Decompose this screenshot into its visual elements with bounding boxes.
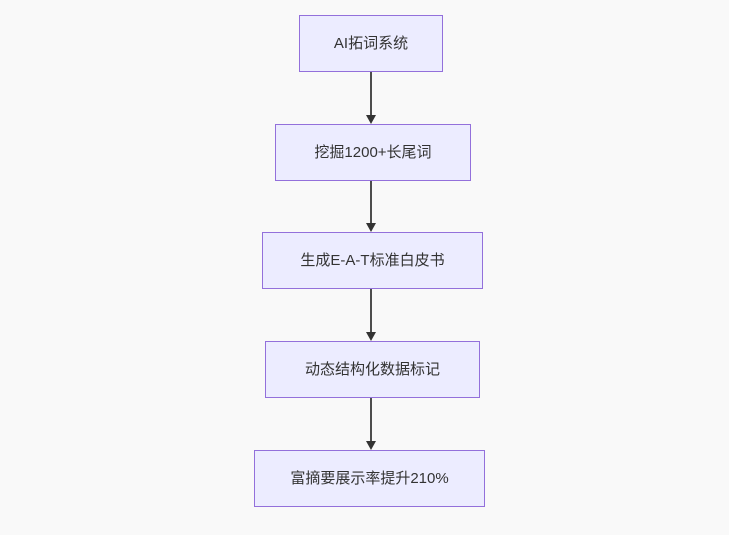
flowchart-node-eat-whitepaper: 生成E-A-T标准白皮书	[262, 232, 483, 289]
flowchart-node-ai-word-expansion: AI拓词系统	[299, 15, 443, 72]
arrowhead-down-icon	[366, 441, 376, 450]
node-label: 挖掘1200+长尾词	[314, 143, 432, 161]
edge-line	[370, 181, 372, 223]
flowchart-node-rich-snippet-result: 富摘要展示率提升210%	[254, 450, 485, 507]
edge-line	[370, 72, 372, 115]
flowchart-node-structured-data-markup: 动态结构化数据标记	[265, 341, 480, 398]
arrowhead-down-icon	[366, 223, 376, 232]
flowchart-edge-1	[365, 72, 377, 124]
edge-line	[370, 398, 372, 441]
arrowhead-down-icon	[366, 332, 376, 341]
node-label: 动态结构化数据标记	[304, 360, 440, 378]
node-label: AI拓词系统	[333, 34, 409, 52]
flowchart-node-longtail-mining: 挖掘1200+长尾词	[275, 124, 471, 181]
edge-line	[370, 289, 372, 332]
arrowhead-down-icon	[366, 115, 376, 124]
node-label: 富摘要展示率提升210%	[290, 469, 449, 487]
flowchart-edge-4	[365, 398, 377, 450]
flowchart-edge-2	[365, 181, 377, 232]
node-label: 生成E-A-T标准白皮书	[300, 251, 445, 269]
flowchart-edge-3	[365, 289, 377, 341]
